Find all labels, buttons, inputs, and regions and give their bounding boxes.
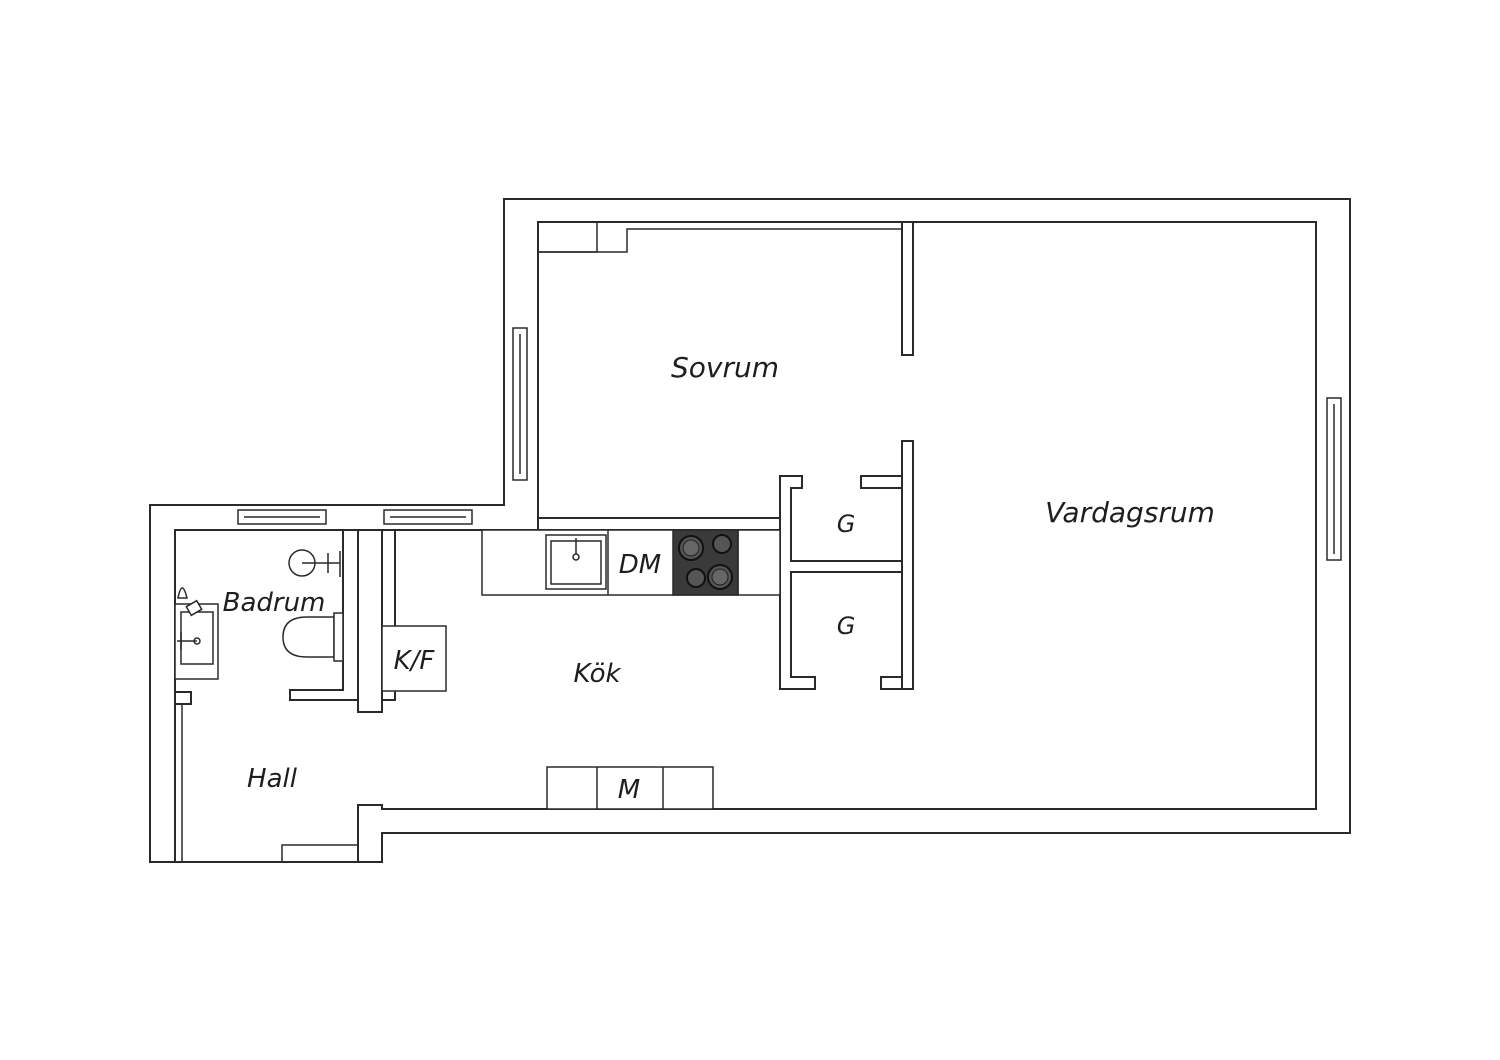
kitchen-counter	[481, 529, 781, 596]
wardrobe-label-2: G	[837, 612, 856, 640]
fridge-freezer-label: K/F	[394, 646, 436, 676]
wardrobe-block	[779, 475, 903, 690]
microwave-cabinet	[546, 766, 714, 810]
bathroom-fixtures	[174, 549, 344, 680]
room-label-badrum: Badrum	[223, 588, 326, 618]
room-label-sovrum: Sovrum	[671, 351, 779, 384]
microwave-label: M	[618, 775, 640, 805]
dishwasher-label: DM	[619, 550, 661, 580]
wardrobe-label-1: G	[837, 510, 856, 538]
hall-walls	[175, 703, 358, 862]
room-label-kok: Kök	[573, 659, 621, 689]
room-label-hall: Hall	[247, 764, 298, 794]
windows	[237, 327, 1342, 561]
bedroom-walls	[537, 221, 914, 690]
room-label-vardagsrum: Vardagsrum	[1045, 496, 1215, 529]
toilet-icon	[282, 616, 335, 658]
outer-walls	[149, 198, 1351, 863]
fridge-freezer	[381, 625, 447, 692]
